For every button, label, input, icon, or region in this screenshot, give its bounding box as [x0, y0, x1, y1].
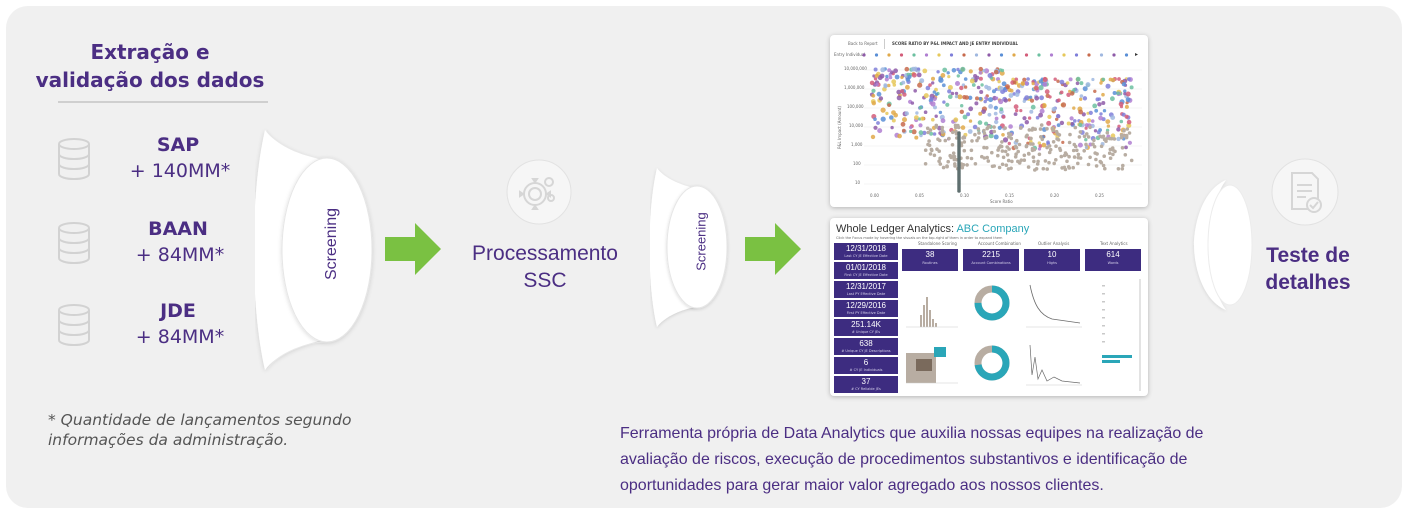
system-name: JDE	[160, 300, 196, 322]
system-row-sap: SAP + 140MM*	[50, 130, 250, 190]
x-axis-label: Score Ratio	[990, 199, 1013, 204]
sidebar-metric: 251.14K# Unique CY JEs	[834, 319, 898, 336]
database-icon	[58, 222, 90, 265]
arrow-right-icon	[745, 223, 801, 275]
screening-label-medium: Screening	[693, 212, 709, 271]
legend-next-icon[interactable]: ▸	[1135, 51, 1139, 58]
header-divider	[884, 39, 885, 49]
database-icon	[58, 138, 90, 181]
footnote: * Quantidade de lançamentos segundo info…	[48, 411, 352, 449]
system-count: + 84MM*	[135, 244, 225, 266]
arrow-right-icon	[385, 223, 441, 275]
description-text: Ferramenta própria de Data Analytics que…	[620, 425, 1204, 494]
y-axis-label: P&L Impact (Amount)	[836, 106, 842, 149]
decay-line-1	[1029, 284, 1081, 324]
histogram-mini	[920, 297, 937, 327]
scatter-legend	[862, 53, 1129, 57]
dashboard-thumbnail: Whole Ledger Analytics: ABC Company Clic…	[830, 218, 1148, 396]
system-row-jde: JDE + 84MM*	[50, 296, 250, 356]
title-underline	[58, 101, 268, 103]
screening-funnel-large	[255, 129, 373, 371]
document-check-icon	[1271, 158, 1339, 226]
donut-chart-2	[974, 345, 1010, 381]
kpi-header: Standalone Scoring	[918, 241, 957, 246]
system-count: + 84MM*	[135, 326, 225, 348]
scatter-plot-area	[864, 66, 1142, 193]
kpi-header: Text Analytics	[1100, 241, 1128, 246]
detail-title: Teste de detalhes	[1265, 244, 1351, 294]
processing-title: Processamento SSC	[472, 242, 618, 292]
stacked-area-mini	[906, 347, 946, 383]
dashboard-mini-charts	[906, 279, 1141, 391]
extraction-title: Extração e validação dos dados	[35, 40, 265, 92]
system-name: BAAN	[148, 218, 208, 240]
sidebar-metric: 6# CY JE Individuals	[834, 357, 898, 374]
dashboard-subtitle: Click the Focus mode by hovering the vis…	[836, 236, 1003, 240]
sidebar-metric: 37# CY Reliable JEs	[834, 376, 898, 393]
system-row-baan: BAAN + 84MM*	[50, 214, 250, 274]
kpi-header: Account Combination	[978, 241, 1021, 246]
screening-label-large: Screening	[323, 207, 340, 281]
database-icon	[58, 304, 90, 347]
screening-funnel-medium	[650, 168, 728, 327]
scatter-report-thumbnail: Back to Report SCORE RATIO BY P&L IMPACT…	[830, 35, 1148, 207]
donut-chart-1	[974, 285, 1010, 321]
sidebar-metric: 638# Unique CY JE Descriptions	[834, 338, 898, 355]
back-to-report-link[interactable]: Back to Report	[848, 41, 878, 46]
bar-list	[1102, 285, 1105, 343]
legend-label: Entry Individual	[834, 52, 866, 57]
decay-line-2	[1029, 344, 1081, 384]
scatter-title: SCORE RATIO BY P&L IMPACT AND JE ENTRY I…	[892, 41, 1019, 46]
gear-icon	[506, 159, 572, 225]
system-count: + 140MM*	[129, 160, 231, 182]
kpi-header: Outlier Analysis	[1038, 241, 1070, 246]
detail-funnel	[1194, 180, 1253, 310]
dashboard-title: Whole Ledger Analytics: ABC Company	[836, 223, 1030, 235]
system-name: SAP	[156, 134, 200, 156]
